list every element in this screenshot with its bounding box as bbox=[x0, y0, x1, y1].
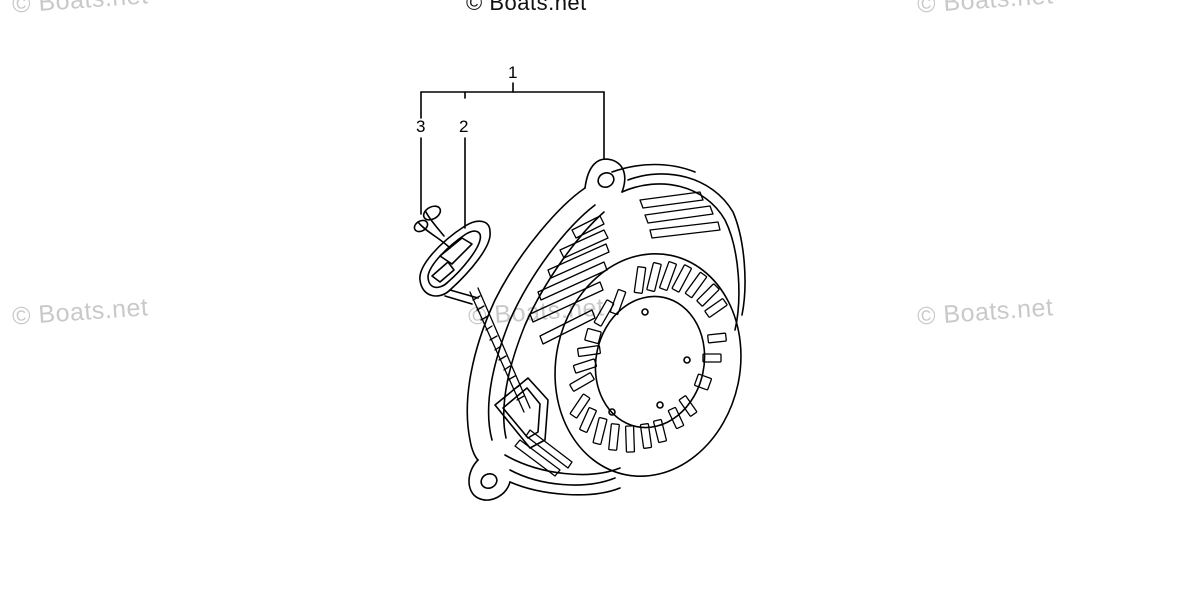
watermark-top-center: © Boats.net bbox=[466, 0, 587, 15]
callout-1: 1 bbox=[508, 63, 518, 82]
callout-2: 2 bbox=[459, 117, 469, 136]
callout-3: 3 bbox=[416, 117, 426, 136]
starter-grip-handle bbox=[419, 220, 491, 305]
rope-knot bbox=[413, 205, 451, 249]
cover-vent-slots bbox=[569, 261, 728, 453]
starter-rope bbox=[469, 287, 531, 413]
leader-lines bbox=[420, 82, 605, 229]
starter-cover-face bbox=[554, 252, 742, 478]
housing-cooling-fins bbox=[514, 191, 721, 477]
starter-housing bbox=[466, 158, 746, 501]
